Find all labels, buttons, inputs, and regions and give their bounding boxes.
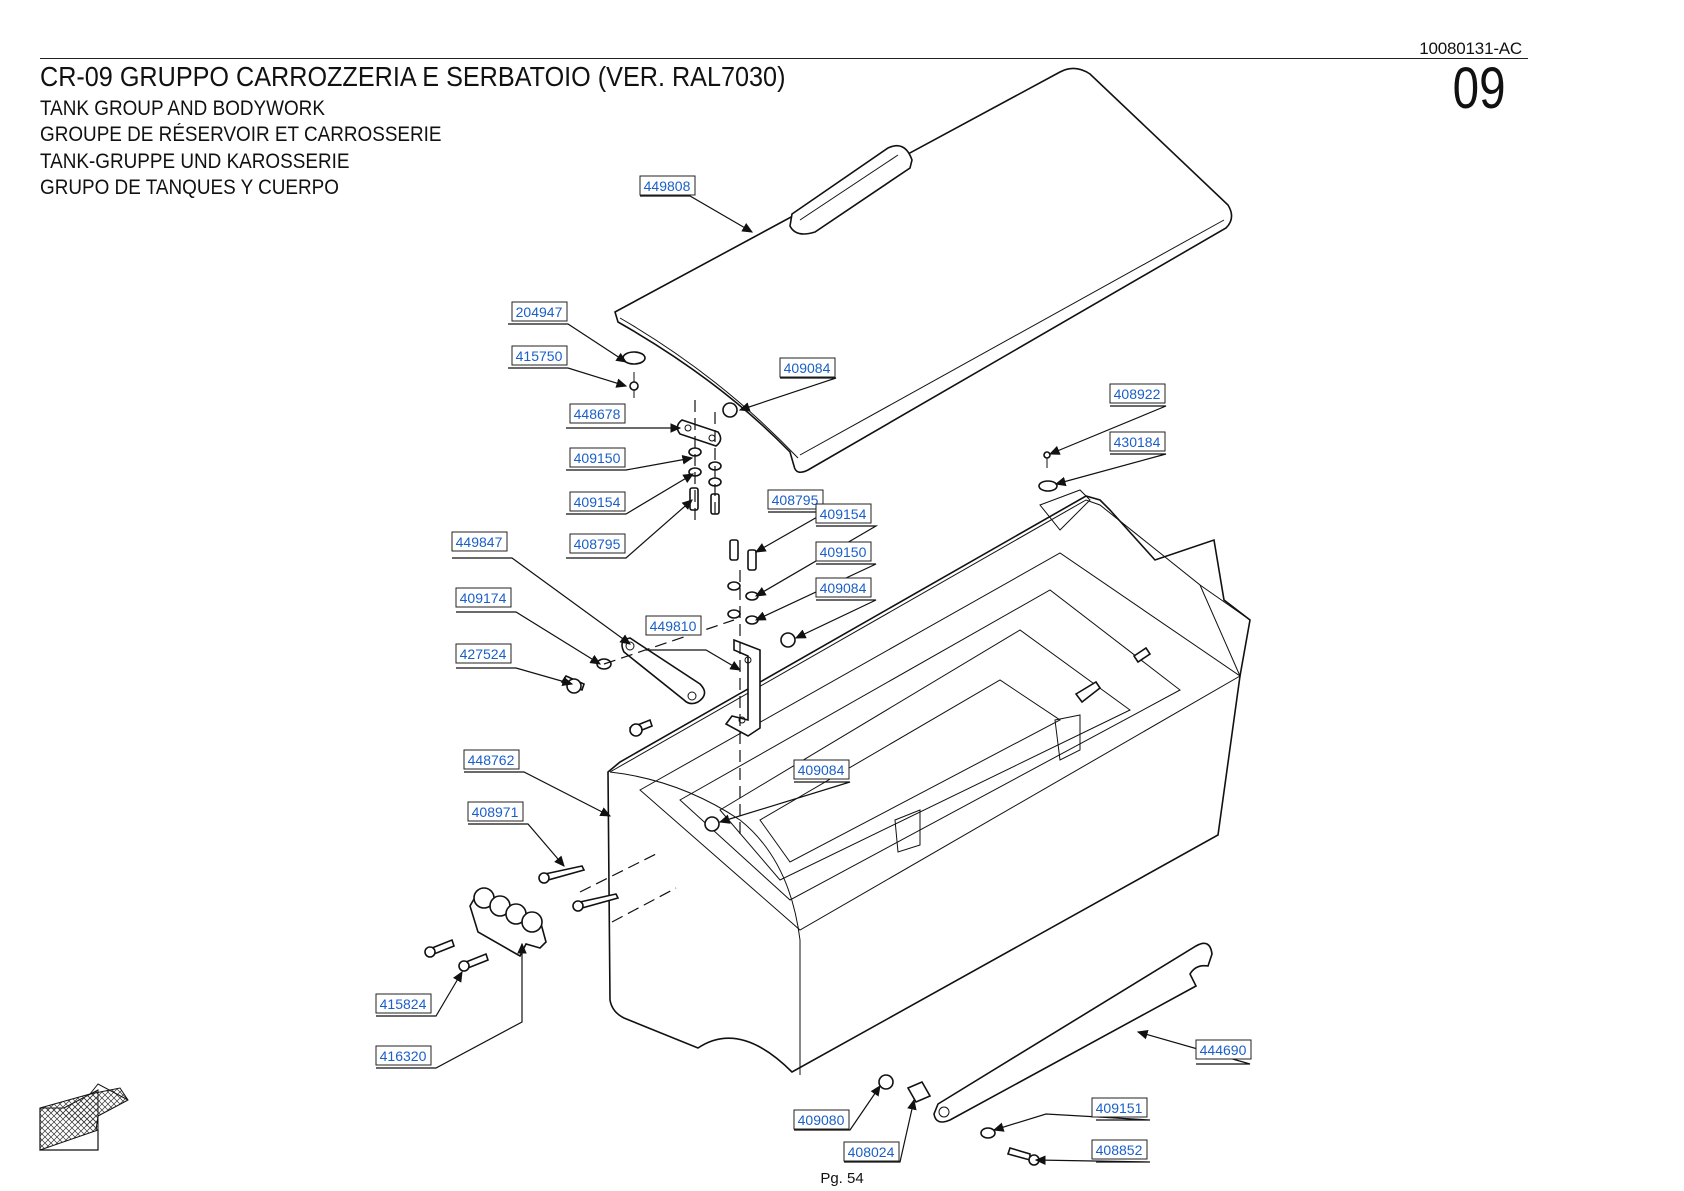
document-number: 10080131-AC <box>1419 39 1522 58</box>
svg-text:408971: 408971 <box>472 804 519 820</box>
svg-text:409150: 409150 <box>820 544 867 560</box>
page-title: CR-09 GRUPPO CARROZZERIA E SERBATOIO (VE… <box>40 61 786 92</box>
svg-text:408795: 408795 <box>772 492 819 508</box>
svg-text:408795: 408795 <box>574 536 621 552</box>
callout-448678[interactable]: 448678 <box>569 403 626 424</box>
hinge-plate <box>676 419 722 447</box>
callouts: 449808 204947 415750 409084 448678 40915… <box>375 175 1252 1162</box>
callout-409084-low[interactable]: 409084 <box>793 759 850 780</box>
callout-408852[interactable]: 408852 <box>1091 1139 1148 1160</box>
svg-text:409084: 409084 <box>784 360 831 376</box>
svg-text:409084: 409084 <box>820 580 867 596</box>
callout-408795-right[interactable]: 408795 <box>767 489 824 510</box>
callout-204947[interactable]: 204947 <box>511 301 568 322</box>
subtitle-en: TANK GROUP AND BODYWORK <box>40 97 325 120</box>
hinge-block <box>469 887 547 958</box>
svg-text:427524: 427524 <box>460 646 507 662</box>
svg-text:408024: 408024 <box>848 1144 895 1160</box>
svg-text:448678: 448678 <box>574 406 621 422</box>
svg-text:409154: 409154 <box>574 494 621 510</box>
callout-449847[interactable]: 449847 <box>451 531 508 552</box>
svg-text:449808: 449808 <box>644 178 691 194</box>
svg-text:449810: 449810 <box>650 618 697 634</box>
svg-text:409150: 409150 <box>574 450 621 466</box>
page-footer: Pg. 54 <box>820 1170 864 1187</box>
subtitle-es: GRUPO DE TANQUES Y CUERPO <box>40 176 339 199</box>
callout-444690[interactable]: 444690 <box>1195 1039 1252 1060</box>
callout-427524[interactable]: 427524 <box>455 643 512 664</box>
callout-415750[interactable]: 415750 <box>511 345 568 366</box>
support-bar <box>933 942 1213 1123</box>
callout-409084-mid[interactable]: 409084 <box>815 577 872 598</box>
callout-449808[interactable]: 449808 <box>639 175 696 196</box>
svg-text:409151: 409151 <box>1096 1100 1143 1116</box>
hinge-arm <box>621 637 706 705</box>
subtitle-de: TANK-GRUPPE UND KAROSSERIE <box>40 150 350 173</box>
svg-text:409174: 409174 <box>460 590 507 606</box>
callout-408024[interactable]: 408024 <box>843 1141 900 1162</box>
callout-408922[interactable]: 408922 <box>1109 383 1166 404</box>
svg-text:444690: 444690 <box>1200 1042 1247 1058</box>
callout-415824[interactable]: 415824 <box>375 993 432 1014</box>
callout-409150-right[interactable]: 409150 <box>815 541 872 562</box>
callout-409080[interactable]: 409080 <box>793 1109 850 1130</box>
svg-text:409154: 409154 <box>820 506 867 522</box>
svg-text:430184: 430184 <box>1114 434 1161 450</box>
callout-408971[interactable]: 408971 <box>467 801 524 822</box>
svg-text:448762: 448762 <box>468 752 515 768</box>
svg-text:204947: 204947 <box>516 304 563 320</box>
callout-408795-left[interactable]: 408795 <box>569 533 626 554</box>
leader-lines <box>376 195 1251 1165</box>
svg-text:415750: 415750 <box>516 348 563 364</box>
svg-text:409084: 409084 <box>798 762 845 778</box>
callout-409174[interactable]: 409174 <box>455 587 512 608</box>
svg-text:415824: 415824 <box>380 996 427 1012</box>
callout-416320[interactable]: 416320 <box>375 1045 432 1066</box>
svg-text:416320: 416320 <box>380 1048 427 1064</box>
header-rule <box>40 58 1528 59</box>
callout-430184[interactable]: 430184 <box>1109 431 1166 452</box>
callout-409151[interactable]: 409151 <box>1091 1097 1148 1118</box>
svg-text:409080: 409080 <box>798 1112 845 1128</box>
callout-449810[interactable]: 449810 <box>645 615 702 636</box>
svg-text:408852: 408852 <box>1096 1142 1143 1158</box>
section-number: 09 <box>1453 56 1506 121</box>
callout-409150-left[interactable]: 409150 <box>569 447 626 468</box>
tank-body <box>607 489 1251 1075</box>
svg-text:408922: 408922 <box>1114 386 1161 402</box>
hinge-bracket <box>724 638 761 737</box>
assembly-lines <box>579 400 741 923</box>
callout-448762[interactable]: 448762 <box>463 749 520 770</box>
orientation-arrow-icon <box>39 1083 129 1151</box>
callout-409154-left[interactable]: 409154 <box>569 491 626 512</box>
svg-text:449847: 449847 <box>456 534 503 550</box>
tank-lid <box>614 67 1233 474</box>
callout-409154-right[interactable]: 409154 <box>815 503 872 524</box>
callout-409084-top[interactable]: 409084 <box>779 357 836 378</box>
subtitle-fr: GROUPE DE RÉSERVOIR ET CARROSSERIE <box>40 123 442 146</box>
